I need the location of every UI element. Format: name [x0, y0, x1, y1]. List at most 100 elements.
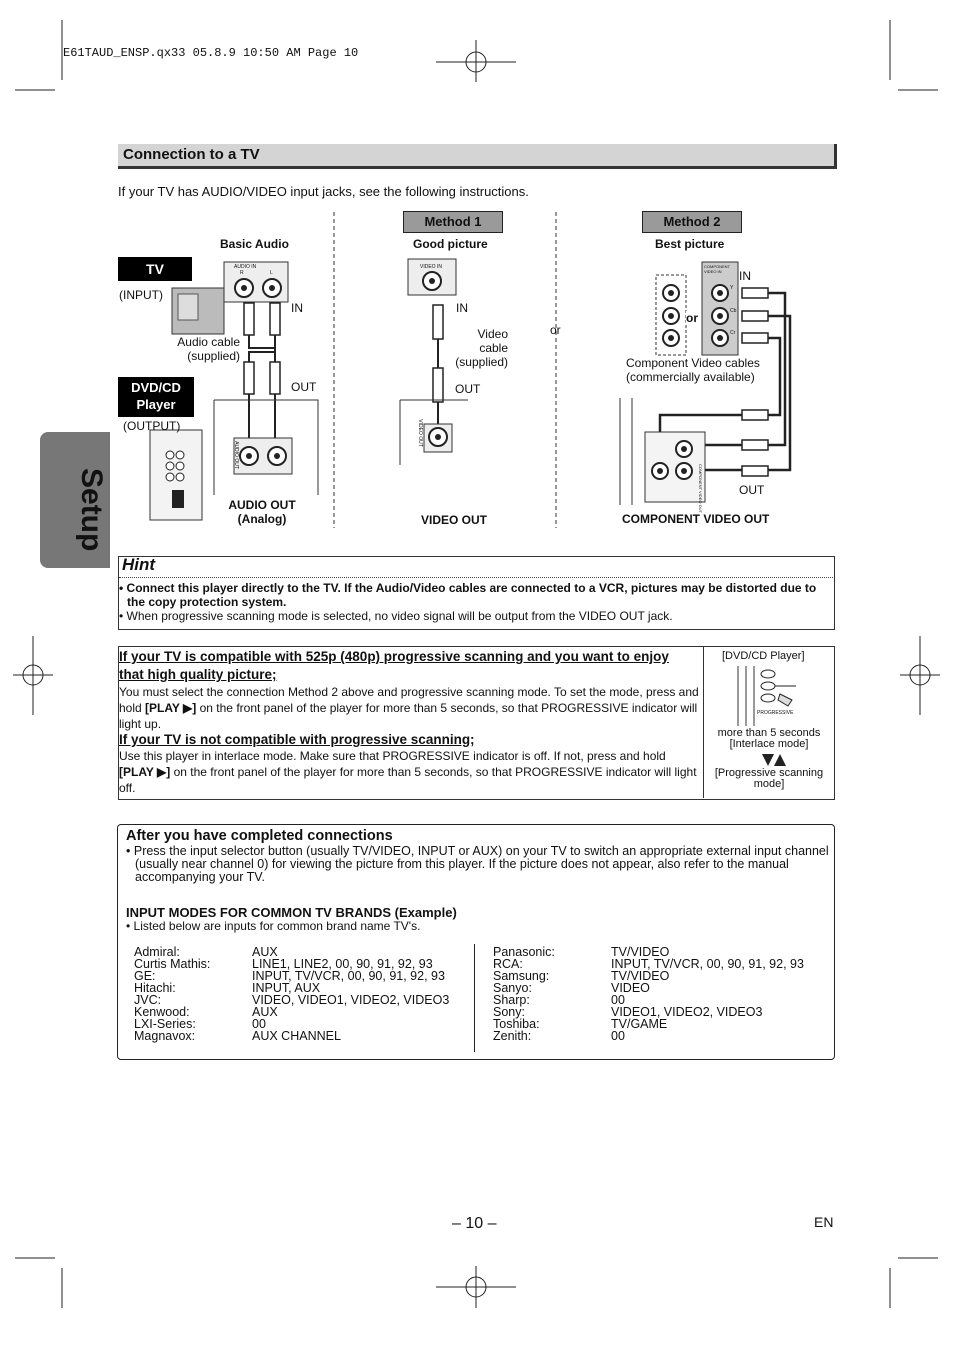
method2-in-label: IN	[739, 269, 751, 283]
method1-sub: Good picture	[413, 237, 488, 251]
side-title: [DVD/CD Player]	[722, 650, 805, 662]
brand-entry: Admiral:	[134, 945, 180, 959]
jack-component-in: COMPONENT VIDEO IN	[704, 264, 730, 274]
progressive-body-2a: Use this player in interlace mode. Make …	[119, 749, 666, 763]
brand-entry: LINE1, LINE2, 00, 90, 91, 92, 93	[252, 957, 433, 971]
brand-entry: TV/GAME	[611, 1017, 668, 1031]
progressive-body-1b: on the front panel of the player for mor…	[119, 701, 698, 731]
side-progressive: PROGRESSIVE	[757, 710, 794, 716]
dvd-label-line2: Player	[136, 397, 176, 412]
brand-entry: 00	[611, 993, 625, 1007]
intro-text: If your TV has AUDIO/VIDEO input jacks, …	[118, 184, 529, 199]
brand-entry: Hitachi:	[134, 981, 176, 995]
brand-entry: AUX	[252, 945, 278, 959]
brand-entry: Kenwood:	[134, 1005, 190, 1019]
connection-diagram	[149, 212, 792, 528]
jack-video-in: VIDEO IN	[420, 264, 442, 270]
hint-divider	[119, 577, 833, 578]
side-more-label: more than 5 seconds [Interlace mode]	[717, 728, 821, 750]
progressive-panel	[118, 646, 835, 800]
dvd-player-label: DVD/CD Player	[118, 377, 194, 417]
brand-entry: Zenith:	[493, 1029, 532, 1043]
left-brand-list: Admiral:Curtis Mathis:GE:Hitachi:JVC:Ken…	[134, 945, 211, 1043]
jack-l: L	[270, 270, 273, 276]
language-code: EN	[814, 1214, 834, 1230]
side-prog-2: mode]	[753, 778, 785, 790]
hint-bullet-2: • When progressive scanning mode is sele…	[119, 609, 673, 623]
modes-divider	[474, 944, 475, 1052]
brand-entry: Samsung:	[493, 969, 550, 983]
after-box	[117, 824, 835, 1060]
page-number: – 10 –	[452, 1215, 497, 1232]
side-prog-1: [Progressive scanning	[714, 767, 824, 779]
jack-audio-in: AUDIO IN	[234, 264, 257, 270]
hint-title: Hint	[122, 555, 156, 574]
audio-out-caption: AUDIO OUT (Analog)	[220, 498, 304, 526]
section-title: Connection to a TV	[123, 146, 260, 163]
basic-in-label: IN	[291, 301, 303, 315]
brand-entry: TV/VIDEO	[611, 969, 670, 983]
video-out-caption: VIDEO OUT	[421, 513, 488, 527]
side-interlace: [Interlace mode]	[729, 738, 809, 750]
progressive-body-1: You must select the connection Method 2 …	[119, 684, 701, 732]
after-bullet: • Press the input selector button (usual…	[126, 844, 829, 884]
audio-cable-label: Audio cable (supplied)	[174, 335, 240, 363]
hint-body: • Connect this player directly to the TV…	[119, 581, 831, 623]
audio-cable-line2: (supplied)	[187, 349, 240, 363]
method1-badge: Method 1	[403, 211, 503, 233]
brand-entry: 00	[252, 1017, 266, 1031]
modes-title: INPUT MODES FOR COMMON TV BRANDS (Exampl…	[126, 905, 457, 920]
play-key-1: [PLAY ▶]	[145, 701, 197, 715]
progressive-body-2: Use this player in interlace mode. Make …	[119, 748, 701, 796]
audio-cable-line1: Audio cable	[177, 335, 240, 349]
dvd-label-line1: DVD/CD	[131, 380, 181, 395]
brand-entry: VIDEO	[611, 981, 650, 995]
input-label: (INPUT)	[119, 288, 163, 302]
right-brand-list: Panasonic:RCA:Samsung:Sanyo:Sharp:Sony:T…	[493, 945, 555, 1043]
tv-label: TV	[118, 257, 192, 281]
progressive-body-2b: on the front panel of the player for mor…	[119, 765, 697, 795]
audio-out-line2: (Analog)	[237, 512, 287, 526]
brand-entry: INPUT, TV/VCR, 00, 90, 91, 92, 93	[611, 957, 804, 971]
method2-out-label: OUT	[739, 483, 765, 497]
component-out-caption: COMPONENT VIDEO OUT	[622, 512, 770, 526]
brand-entry: Magnavox:	[134, 1029, 196, 1043]
progressive-heading-1: If your TV is compatible with 525p (480p…	[119, 649, 669, 682]
side-prog-label: [Progressive scanning mode]	[712, 768, 826, 790]
hint-bullet-2-text: When progressive scanning mode is select…	[126, 609, 673, 623]
jack-component-out: COMPONENT VIDEO OUT	[698, 463, 704, 514]
brand-entry: Curtis Mathis:	[134, 957, 211, 971]
section-title-bar: Connection to a TV	[118, 144, 837, 169]
basic-audio-label: Basic Audio	[220, 237, 289, 251]
hint-box	[118, 556, 835, 630]
jack-audio-out: AUDIO OUT	[232, 441, 239, 469]
output-label: (OUTPUT)	[123, 419, 181, 433]
video-cable-line3: (supplied)	[455, 355, 508, 369]
brand-entry: INPUT, TV/VCR, 00, 90, 91, 92, 93	[252, 969, 445, 983]
brand-entry: RCA:	[493, 957, 523, 971]
brand-entry: INPUT, AUX	[252, 981, 321, 995]
brand-entry: AUX	[252, 1005, 278, 1019]
brand-entry: TV/VIDEO	[611, 945, 670, 959]
brand-entry: VIDEO, VIDEO1, VIDEO2, VIDEO3	[252, 993, 450, 1007]
side-more: more than 5 seconds	[717, 727, 821, 739]
or-bold-label: or	[686, 311, 698, 325]
basic-out-label: OUT	[291, 380, 317, 394]
play-key-2: [PLAY ▶]	[119, 765, 171, 779]
after-bullet-text: Press the input selector button (usually…	[133, 844, 829, 884]
modes-note-text: Listed below are inputs for common brand…	[133, 919, 421, 933]
brand-entry: Toshiba:	[493, 1017, 540, 1031]
progressive-divider	[703, 646, 704, 798]
component-cable-line2: (commercially available)	[626, 370, 755, 384]
brand-entry: AUX CHANNEL	[252, 1029, 341, 1043]
progressive-illustration	[737, 666, 796, 766]
jack-video-out: VIDEO OUT	[416, 419, 423, 447]
after-title: After you have completed connections	[126, 828, 393, 844]
jack-r: R	[240, 270, 244, 276]
file-header: E61TAUD_ENSP.qx33 05.8.9 10:50 AM Page 1…	[63, 46, 359, 60]
brand-entry: Panasonic:	[493, 945, 555, 959]
hint-bullet-1-text: Connect this player directly to the TV. …	[126, 581, 817, 609]
